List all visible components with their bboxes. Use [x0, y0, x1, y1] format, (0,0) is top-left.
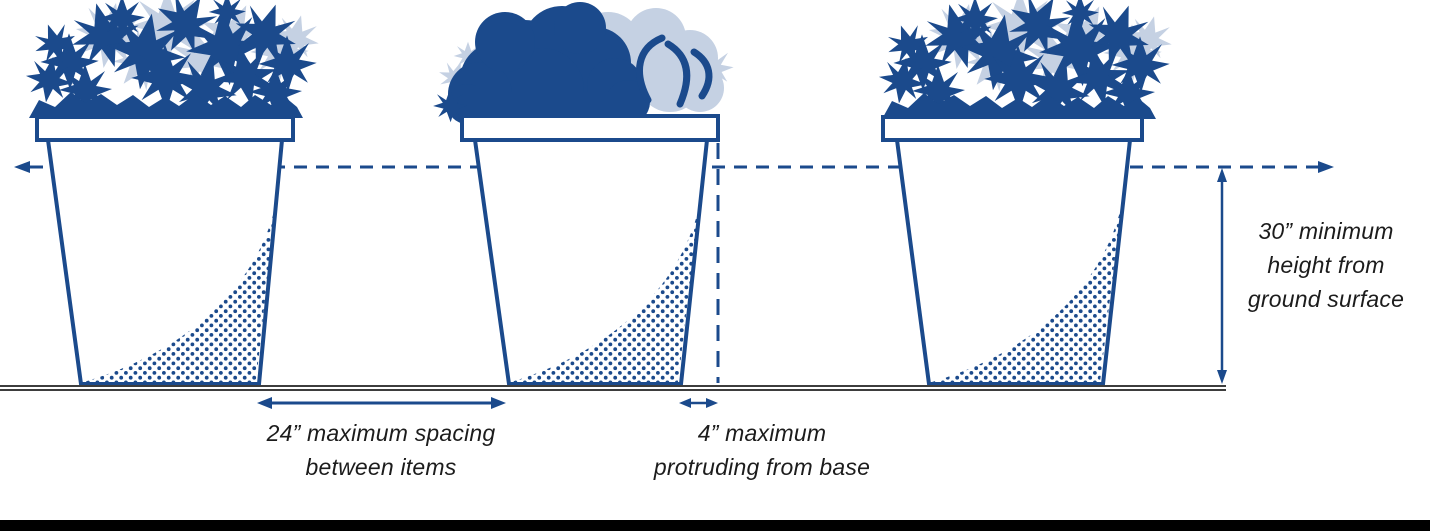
planter-1-soil-dots: [84, 208, 275, 382]
planter-1-pot-rim: [35, 115, 295, 142]
planter-2-soil-dots: [511, 208, 699, 382]
planter-3-foliage: [875, 0, 1177, 126]
ground-line: [0, 385, 1226, 391]
right-arrow-icon: [491, 397, 506, 409]
right-arrow-icon: [706, 398, 718, 408]
planter-2-foliage: [433, 2, 734, 132]
planter-2: [433, 2, 734, 386]
left-arrow-icon: [679, 398, 691, 408]
footer-bar: [0, 520, 1430, 531]
planter-3-soil-dots: [932, 208, 1121, 382]
spacing-annotation: 24” maximum spacing between items: [266, 420, 496, 480]
right-arrow-icon: [1318, 161, 1334, 173]
planter-3: [875, 0, 1177, 386]
protrusion-dimension-arrow: [679, 398, 718, 408]
planter-1-foliage: [22, 0, 324, 125]
planter-3-pot-rim: [881, 115, 1144, 142]
planter-1: [22, 0, 324, 386]
protrusion-annotation: 4” maximum protruding from base: [653, 420, 871, 480]
down-arrow-icon: [1217, 370, 1227, 384]
spacing-dimension-arrow: [257, 397, 506, 409]
left-arrow-icon: [257, 397, 272, 409]
planter-2-pot-rim: [460, 114, 720, 142]
left-arrow-icon: [14, 161, 30, 173]
up-arrow-icon: [1217, 168, 1227, 182]
height-annotation: 30” minimum height from ground surface: [1247, 218, 1405, 312]
height-dimension-line: [1217, 168, 1227, 384]
